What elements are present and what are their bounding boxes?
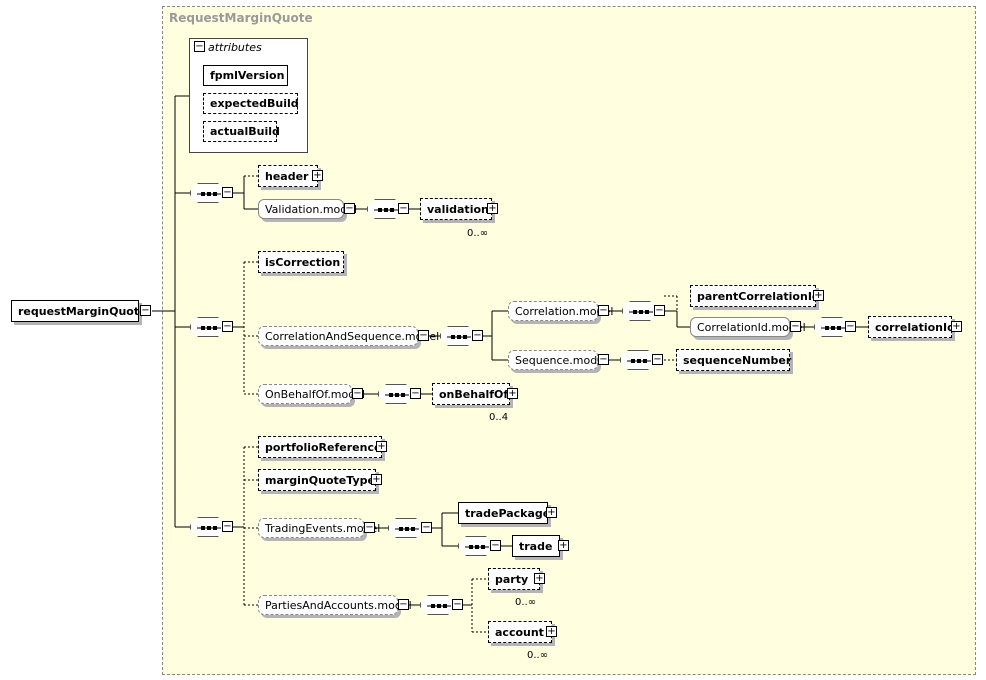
attribute-actual-build[interactable]: actualBuild [203,121,280,142]
expand-icon[interactable]: + [507,388,518,399]
collapse-icon[interactable]: − [222,521,233,532]
element-correlation-id[interactable]: correlationId [868,316,955,338]
attribute-expected-build[interactable]: expectedBuild [203,93,299,114]
choice-compositor-icon [388,518,424,538]
collapse-icon[interactable]: − [222,187,233,198]
group-correlation-id-model[interactable]: CorrelationId.model [690,317,806,337]
element-trade-package[interactable]: tradePackage [458,502,550,524]
complex-type-title: RequestMarginQuote [169,11,313,25]
expand-icon[interactable]: + [558,540,569,551]
sequence-compositor-icon [458,536,494,556]
group-sequence-model[interactable]: Sequence.model [508,350,607,370]
collapse-icon[interactable]: − [790,321,801,332]
collapse-icon[interactable]: − [598,305,609,316]
collapse-icon[interactable]: − [140,305,151,316]
group-correlation-model[interactable]: Correlation.model [508,301,613,321]
expand-icon[interactable]: + [487,203,498,214]
occurrence-label: 0..4 [489,412,509,423]
element-sequence-number[interactable]: sequenceNumber [676,349,791,371]
collapse-icon[interactable]: − [352,388,363,399]
sequence-compositor-icon [367,199,403,219]
collapse-icon[interactable]: − [654,305,665,316]
group-parties-and-accounts-model[interactable]: PartiesAndAccounts.model [258,595,412,615]
sequence-compositor-icon [440,326,476,346]
sequence-compositor-icon [190,183,226,203]
element-party[interactable]: party [488,568,540,590]
collapse-icon[interactable]: − [194,41,205,52]
root-element[interactable]: requestMarginQuote [11,300,147,322]
collapse-icon[interactable]: − [452,599,463,610]
sequence-compositor-icon [620,350,656,370]
sequence-compositor-icon [420,595,456,615]
element-is-correction[interactable]: isCorrection [258,251,344,273]
expand-icon[interactable]: + [371,474,382,485]
element-parent-correlation-id[interactable]: parentCorrelationId [690,285,820,307]
element-validation[interactable]: validation [420,198,492,220]
collapse-icon[interactable]: − [398,203,409,214]
occurrence-label: 0..∞ [515,597,537,608]
expand-icon[interactable]: + [534,573,545,584]
element-on-behalf-of[interactable]: onBehalfOf [432,383,510,405]
group-on-behalf-of-model[interactable]: OnBehalfOf.model [258,384,365,404]
collapse-icon[interactable]: − [222,321,233,332]
group-trading-events-model[interactable]: TradingEvents.model [258,518,380,538]
element-margin-quote-type[interactable]: marginQuoteType [258,469,376,491]
element-header[interactable]: header [258,165,318,187]
expand-icon[interactable]: + [951,321,962,332]
element-trade[interactable]: trade [512,535,560,557]
attributes-label: attributes [208,41,262,54]
attribute-fpml-version[interactable]: fpmlVersion [203,65,288,86]
expand-icon[interactable]: + [376,441,387,452]
element-account[interactable]: account [488,621,552,643]
collapse-icon[interactable]: − [344,203,355,214]
collapse-icon[interactable]: − [418,330,429,341]
collapse-icon[interactable]: − [410,388,421,399]
collapse-icon[interactable]: − [490,540,501,551]
element-portfolio-reference[interactable]: portfolioReference [258,436,382,458]
sequence-compositor-icon [190,317,226,337]
sequence-compositor-icon [378,384,414,404]
collapse-icon[interactable]: − [398,599,409,610]
collapse-icon[interactable]: − [421,522,432,533]
sequence-compositor-icon [622,301,658,321]
expand-icon[interactable]: + [312,170,323,181]
sequence-compositor-icon [190,517,226,537]
collapse-icon[interactable]: − [472,330,483,341]
collapse-icon[interactable]: − [652,354,663,365]
expand-icon[interactable]: + [813,290,824,301]
expand-icon[interactable]: + [546,507,557,518]
occurrence-label: 0..∞ [527,650,549,661]
expand-icon[interactable]: + [546,626,557,637]
collapse-icon[interactable]: − [364,522,375,533]
occurrence-label: 0..∞ [467,228,489,239]
group-validation-model[interactable]: Validation.model [258,199,357,219]
collapse-icon[interactable]: − [598,354,609,365]
group-correlation-and-sequence-model[interactable]: CorrelationAndSequence.model [258,326,439,346]
collapse-icon[interactable]: − [845,321,856,332]
